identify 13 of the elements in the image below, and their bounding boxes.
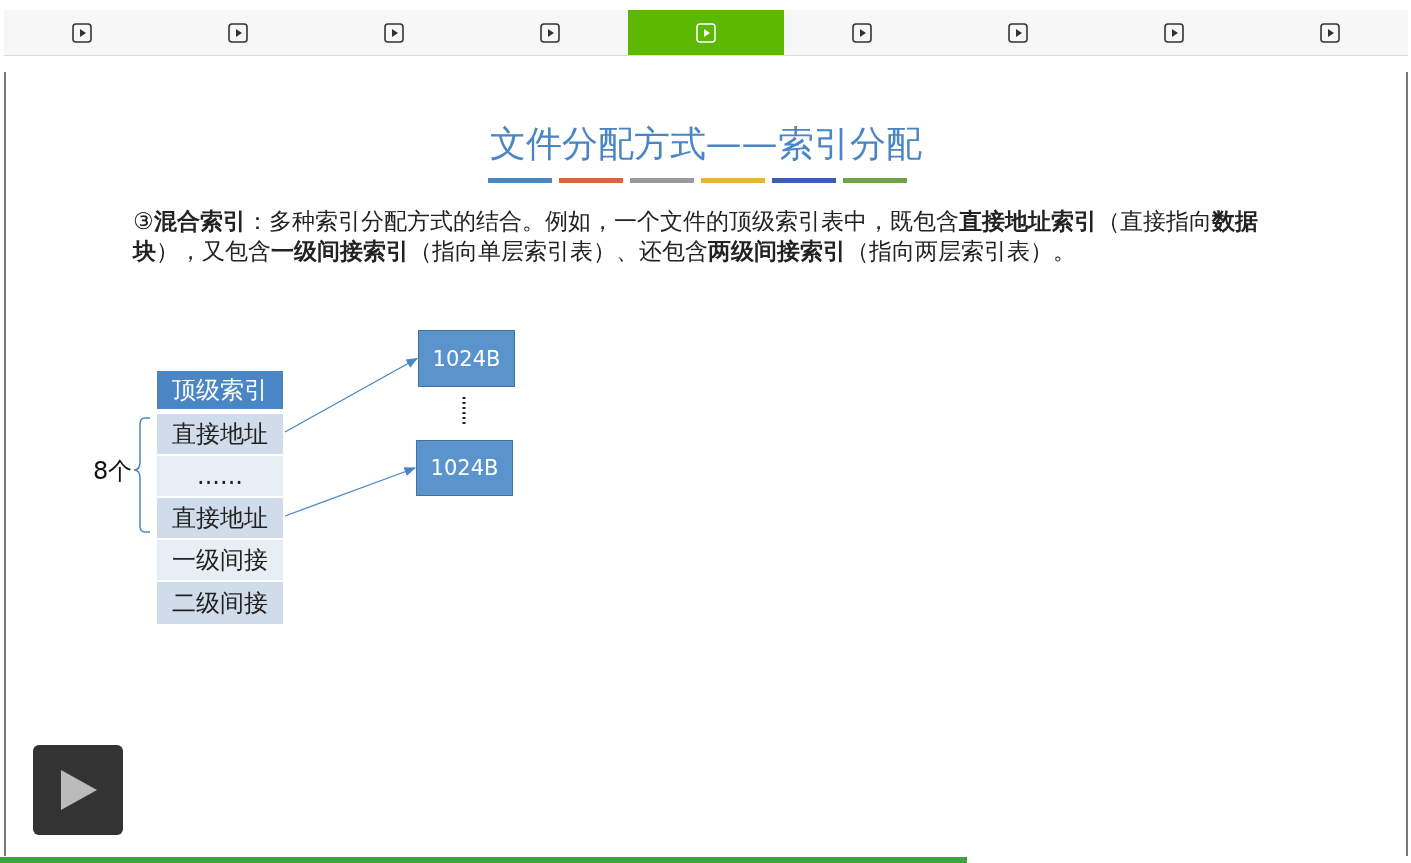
table-header: 顶级索引	[157, 371, 283, 409]
data-block: 1024B	[418, 330, 515, 387]
arrow	[284, 357, 418, 433]
data-block: 1024B	[416, 440, 513, 496]
arrow	[284, 467, 417, 517]
count-label: 8个	[93, 456, 133, 487]
table-row: ......	[157, 456, 283, 496]
table-row: 二级间接	[157, 582, 283, 624]
slide-title: 文件分配方式——索引分配	[488, 122, 923, 166]
table-row: 一级间接	[157, 540, 283, 580]
description-paragraph: ③混合索引：多种索引分配方式的结合。例如，一个文件的顶级索引表中，既包含直接地址索引（直接指向数据块），又包含一级间接索引（指向单层索引表）、还包含两级间接索引（指向两层索引表）。	[133, 207, 1259, 266]
table-row: 直接地址	[157, 498, 283, 538]
table-row: 直接地址	[157, 414, 283, 454]
